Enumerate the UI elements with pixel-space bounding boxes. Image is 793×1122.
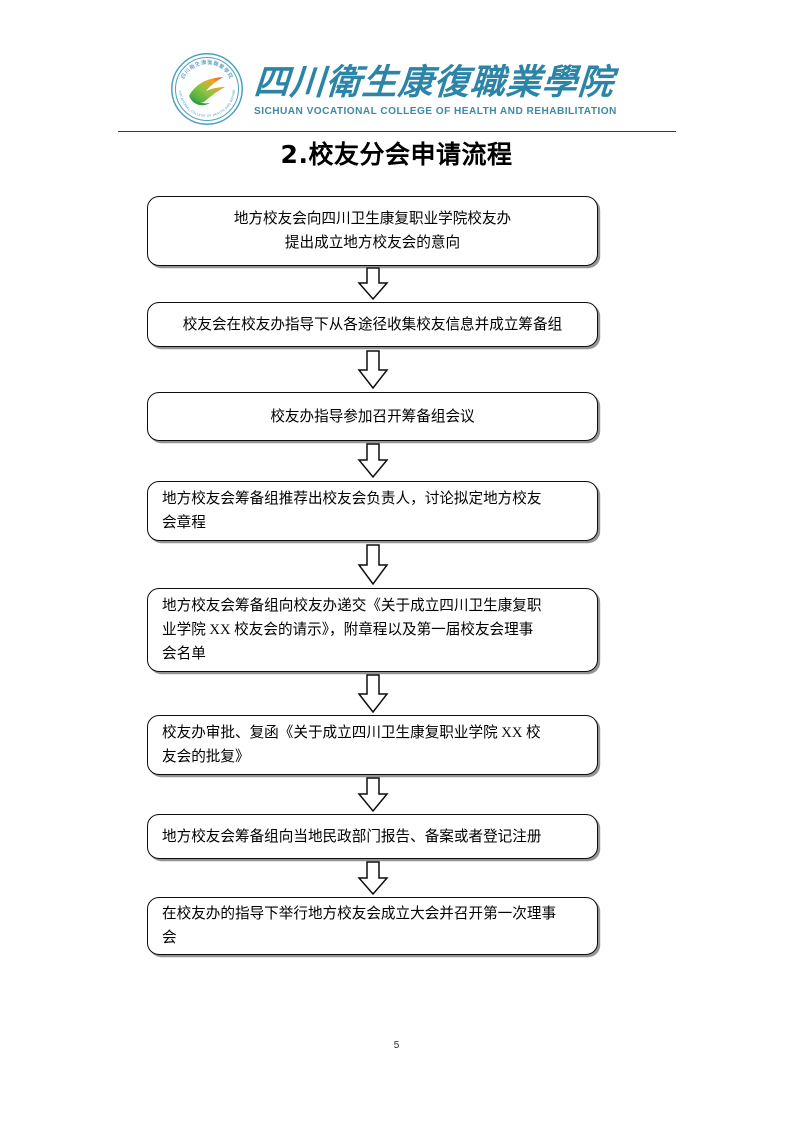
- flow-node-6-line-2: 友会的批复》: [162, 749, 250, 765]
- down-block-arrow-1: [147, 266, 598, 302]
- down-block-arrow-6: [147, 775, 598, 814]
- flow-node-8-line-1: 在校友办的指导下举行地方校友会成立大会并召开第一次理事: [162, 906, 557, 922]
- page-number: 5: [393, 1040, 400, 1051]
- flow-node-1: 地方校友会向四川卫生康复职业学院校友办 提出成立地方校友会的意向: [147, 196, 598, 266]
- flow-node-8-line-2: 会: [162, 930, 177, 946]
- flow-node-6: 校友办审批、复函《关于成立四川卫生康复职业学院 XX 校 友会的批复》: [147, 715, 598, 775]
- down-block-arrow-2: [147, 347, 598, 392]
- flow-node-4-line-2: 会章程: [162, 515, 206, 531]
- down-block-arrow-4: [147, 541, 598, 588]
- flow-node-7-line-1: 地方校友会筹备组向当地民政部门报告、备案或者登记注册: [162, 828, 542, 845]
- down-block-arrow-7: [147, 859, 598, 897]
- down-block-arrow-5: [147, 672, 598, 715]
- college-name-en: SICHUAN VOCATIONAL COLLEGE OF HEALTH AND…: [254, 105, 618, 117]
- college-wordmark: 四川衛生康復職業學院 SICHUAN VOCATIONAL COLLEGE OF…: [252, 61, 622, 118]
- flow-node-1-line-1: 地方校友会向四川卫生康复职业学院校友办: [233, 211, 512, 227]
- flowchart: 地方校友会向四川卫生康复职业学院校友办 提出成立地方校友会的意向 校友会在校友办…: [147, 196, 598, 955]
- letterhead: 四川衛生康復職業學院 SICHUAN VOCATIONAL COLLEGE OF…: [0, 48, 793, 130]
- flow-node-3: 校友办指导参加召开筹备组会议: [147, 392, 598, 441]
- flow-node-6-line-1: 校友办审批、复函《关于成立四川卫生康复职业学院 XX 校: [162, 725, 541, 741]
- flow-node-1-line-2: 提出成立地方校友会的意向: [284, 235, 461, 251]
- down-block-arrow-3: [147, 441, 598, 481]
- college-logo: 四川衛生康復職業學院 SICHUAN VOCATIONAL COLLEGE OF…: [170, 52, 622, 126]
- flow-node-3-line-1: 校友办指导参加召开筹备组会议: [270, 408, 475, 425]
- college-name-cn: 四川衛生康復職業學院: [252, 61, 616, 103]
- college-seal-emblem-icon: 四川衛生康復職業學院 SICHUAN VOCATIONAL COLLEGE OF…: [170, 52, 244, 126]
- flow-node-2-line-1: 校友会在校友办指导下从各途径收集校友信息并成立筹备组: [182, 316, 563, 333]
- flow-node-5-line-3: 会名单: [162, 646, 206, 662]
- header-divider: [118, 131, 676, 132]
- flow-node-8: 在校友办的指导下举行地方校友会成立大会并召开第一次理事 会: [147, 897, 598, 955]
- page-title: 2.校友分会申请流程: [280, 140, 513, 169]
- flow-node-4-line-1: 地方校友会筹备组推荐出校友会负责人，讨论拟定地方校友: [162, 491, 542, 507]
- flow-node-5-line-2: 业学院 XX 校友会的请示》，附章程以及第一届校友会理事: [162, 622, 534, 638]
- flow-node-5: 地方校友会筹备组向校友办递交《关于成立四川卫生康复职 业学院 XX 校友会的请示…: [147, 588, 598, 672]
- flow-node-5-line-1: 地方校友会筹备组向校友办递交《关于成立四川卫生康复职: [162, 598, 542, 614]
- svg-text:四川衛生康復職業學院: 四川衛生康復職業學院: [180, 58, 236, 80]
- flow-node-2: 校友会在校友办指导下从各途径收集校友信息并成立筹备组: [147, 302, 598, 347]
- flow-node-7: 地方校友会筹备组向当地民政部门报告、备案或者登记注册: [147, 814, 598, 859]
- flow-node-4: 地方校友会筹备组推荐出校友会负责人，讨论拟定地方校友 会章程: [147, 481, 598, 541]
